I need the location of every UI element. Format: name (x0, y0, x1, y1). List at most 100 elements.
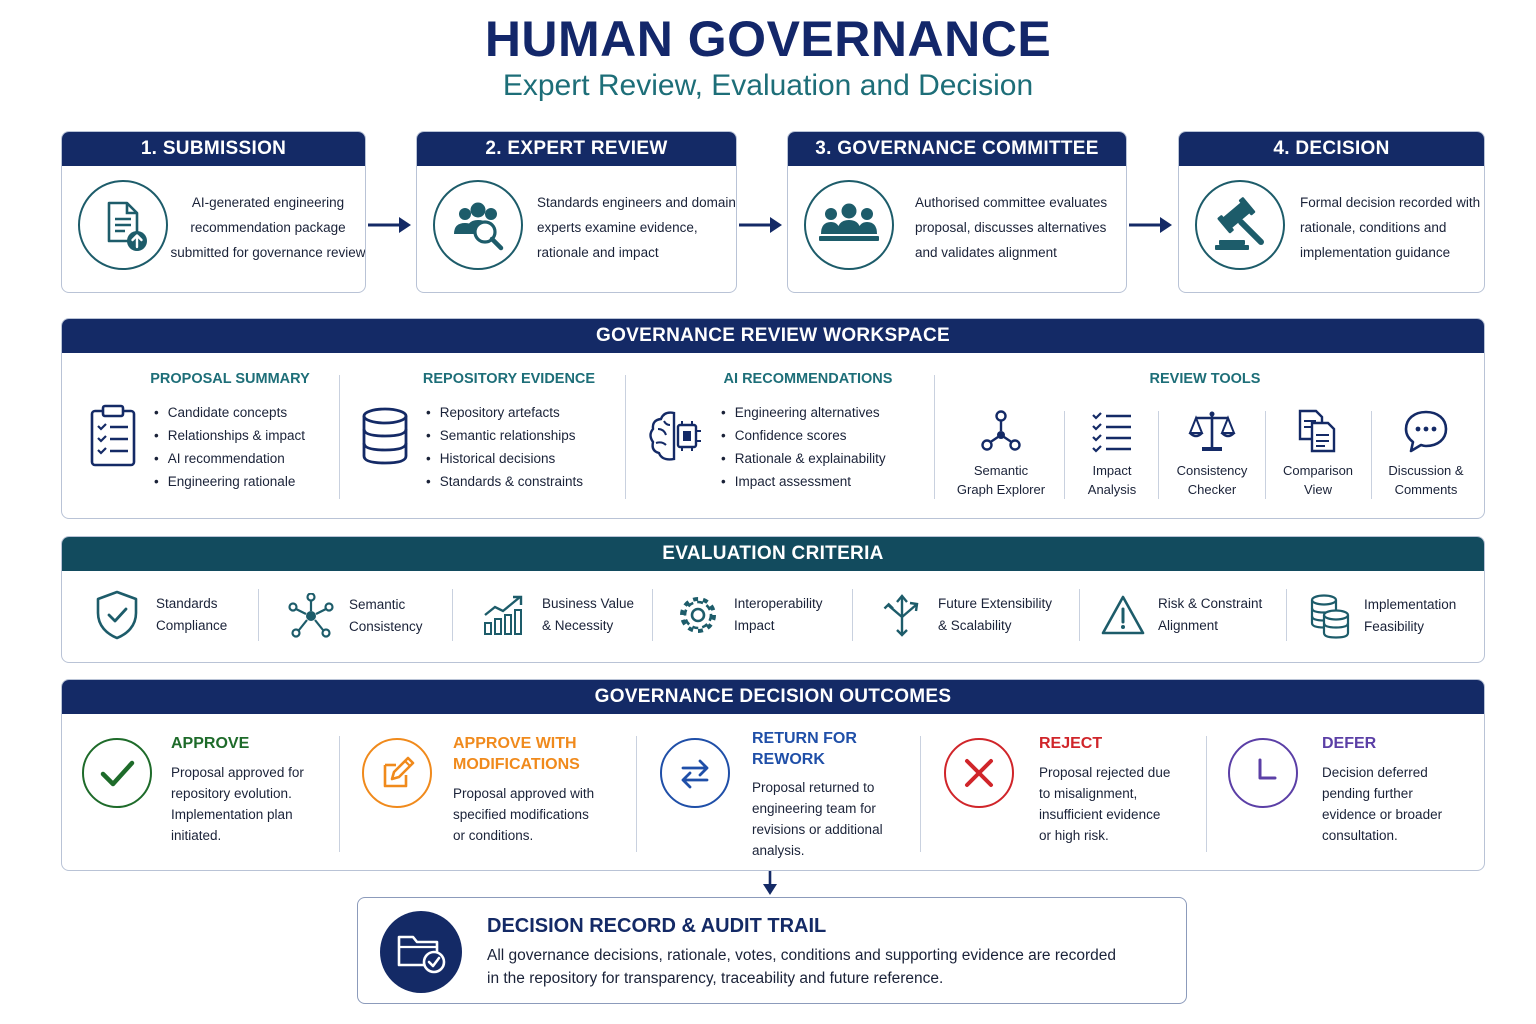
list-item: Historical decisions (426, 447, 583, 470)
checkmark-icon (82, 738, 152, 808)
outcome-description: Proposal rejected due to misalignment, i… (1039, 762, 1170, 846)
arrow-right-icon (739, 217, 782, 233)
outcome-description: Decision deferred pending further eviden… (1322, 762, 1442, 846)
divider (852, 589, 853, 641)
step-line: Standards engineers and domain (537, 195, 736, 210)
divider (1371, 411, 1372, 499)
list-item: Standards & constraints (426, 470, 583, 493)
criterion-label: Implementation (1364, 597, 1457, 612)
tool-label: Consistency (1176, 463, 1248, 478)
outcome-approve-title: APPROVE (171, 735, 250, 752)
scales-icon (1188, 411, 1236, 451)
expert-search-icon (433, 180, 523, 270)
criterion-interoperability: Interoperability Impact (676, 593, 823, 637)
title-line: MODIFICATIONS (453, 756, 580, 773)
tool-label: Comments (1394, 482, 1458, 497)
arrow-down-icon (763, 871, 777, 895)
divider (258, 589, 259, 641)
criterion-future-extensibility: Future Extensibility & Scalability (880, 593, 1052, 637)
page-title: HUMAN GOVERNANCE (484, 11, 1052, 67)
evaluation-criteria-panel: EVALUATION CRITERIA Standards Compliance… (61, 536, 1485, 663)
document-upload-icon (78, 180, 168, 270)
branch-arrows-icon (883, 594, 919, 637)
edit-icon (362, 738, 432, 808)
list-item: Semantic relationships (426, 424, 583, 447)
desc-line: engineering team for (752, 801, 876, 816)
step-title: 4. DECISION (1179, 132, 1484, 166)
tool-label: Checker (1187, 482, 1237, 497)
divider (1079, 589, 1080, 641)
audit-line: All governance decisions, rationale, vot… (487, 947, 1116, 964)
criterion-implementation-feasibility: Implementation Feasibility (1308, 593, 1456, 639)
criterion-label: Consistency (349, 619, 423, 634)
ai-brain-chip-icon (649, 411, 701, 461)
step-title: 3. GOVERNANCE COMMITTEE (788, 132, 1126, 166)
checklist-icon (1092, 412, 1131, 453)
desc-line: Proposal rejected due (1039, 765, 1171, 780)
list-item: Relationships & impact (154, 424, 305, 447)
tool-discussion-comments[interactable]: Discussion & Comments (1376, 409, 1476, 499)
graph-icon (981, 410, 1021, 451)
step-line: Formal decision recorded with (1300, 195, 1481, 210)
desc-line: or conditions. (453, 828, 534, 843)
criterion-label: Risk & Constraint (1158, 596, 1263, 611)
criterion-label: Semantic (349, 597, 406, 612)
step-line: and validates alignment (915, 245, 1057, 260)
step-decision: 4. DECISION Formal decision recorded wit… (1178, 131, 1485, 293)
ai-recommendations-list: Engineering alternatives Confidence scor… (721, 401, 886, 493)
criterion-label: Business Value (542, 596, 635, 611)
review-workspace-panel: GOVERNANCE REVIEW WORKSPACE PROPOSAL SUM… (61, 318, 1485, 519)
tool-comparison-view[interactable]: Comparison View (1268, 409, 1368, 499)
list-item: Engineering alternatives (721, 401, 886, 424)
audit-description: All governance decisions, rationale, vot… (487, 944, 1116, 990)
desc-line: Proposal approved with (453, 786, 595, 801)
divider (625, 375, 626, 499)
list-item: Impact assessment (721, 470, 886, 493)
step-line: implementation guidance (1300, 245, 1451, 260)
step-title: 2. EXPERT REVIEW (417, 132, 736, 166)
repository-evidence-list: Repository artefacts Semantic relationsh… (426, 401, 583, 493)
divider (1286, 589, 1287, 641)
swap-arrows-icon (660, 738, 730, 808)
step-line: submitted for governance review (170, 245, 366, 260)
tool-label: Discussion & (1388, 463, 1464, 478)
list-item: Confidence scores (721, 424, 886, 447)
desc-line: Implementation plan (171, 807, 293, 822)
gavel-icon (1195, 180, 1285, 270)
warning-icon (1101, 595, 1145, 635)
outcome-description: Proposal approved with specified modific… (453, 783, 594, 846)
criterion-label: Feasibility (1364, 619, 1425, 634)
tool-semantic-graph-explorer[interactable]: Semantic Graph Explorer (946, 409, 1056, 499)
divider (339, 375, 340, 499)
criterion-label: Impact (734, 618, 775, 633)
criterion-business-value: Business Value & Necessity (482, 593, 634, 637)
ai-recommendations-title: AI RECOMMENDATIONS (723, 371, 893, 387)
divider (1265, 411, 1266, 499)
arrow-right-icon (1129, 217, 1172, 233)
step-line: rationale, conditions and (1300, 220, 1447, 235)
workspace-title: GOVERNANCE REVIEW WORKSPACE (62, 319, 1484, 353)
divider (339, 736, 340, 852)
tool-label: Impact (1092, 463, 1132, 478)
step-line: Authorised committee evaluates (915, 195, 1108, 210)
clipboard-icon (90, 404, 136, 467)
outcome-description: Proposal returned to engineering team fo… (752, 777, 883, 861)
tool-consistency-checker[interactable]: Consistency Checker (1162, 409, 1262, 499)
outcome-return-rework-title: RETURN FOR REWORK (752, 728, 857, 770)
desc-line: insufficient evidence (1039, 807, 1161, 822)
tool-label: Comparison (1282, 463, 1354, 478)
step-line: rationale and impact (537, 245, 659, 260)
compare-documents-icon (1298, 409, 1336, 453)
divider (452, 589, 453, 641)
step-line: proposal, discusses alternatives (915, 220, 1107, 235)
desc-line: revisions or additional (752, 822, 883, 837)
desc-line: pending further (1322, 786, 1413, 801)
tool-label: View (1304, 482, 1332, 497)
tool-label: Semantic (973, 463, 1029, 478)
desc-line: or high risk. (1039, 828, 1109, 843)
desc-line: Proposal returned to (752, 780, 875, 795)
tool-impact-analysis[interactable]: Impact Analysis (1066, 409, 1158, 499)
desc-line: analysis. (752, 843, 805, 858)
criterion-label: Alignment (1158, 618, 1219, 633)
criterion-label: & Scalability (938, 618, 1012, 633)
